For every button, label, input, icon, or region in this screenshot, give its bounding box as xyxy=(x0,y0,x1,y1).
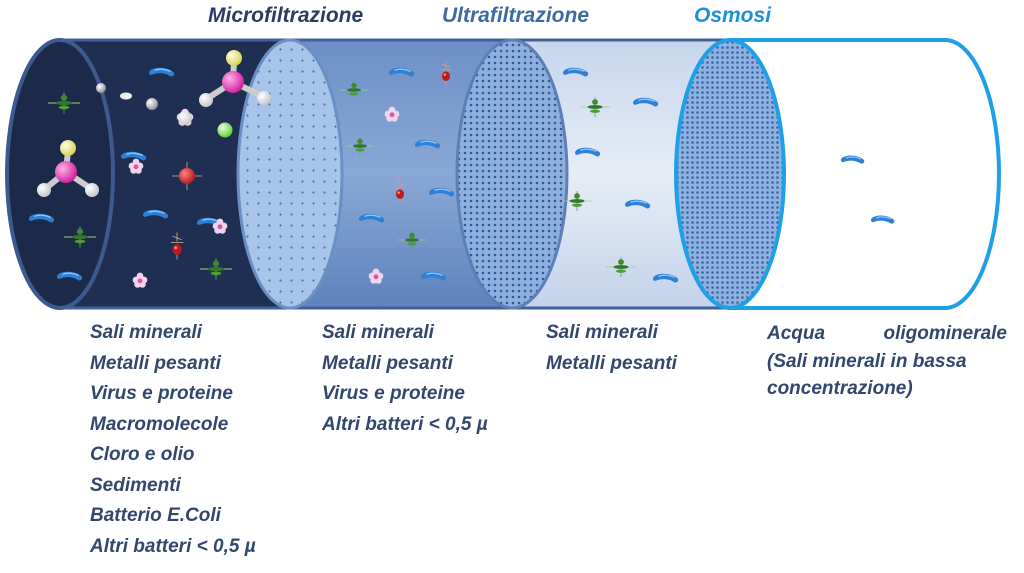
list-item: Sali minerali xyxy=(322,322,434,343)
result-line-2: (Sali minerali in bassa xyxy=(767,350,967,372)
list-item: Altri batteri < 0,5 µ xyxy=(322,413,488,435)
ion-sphere-icon xyxy=(178,111,192,125)
list-item: Virus e proteine xyxy=(90,383,233,404)
list-item: Altri batteri < 0,5 µ xyxy=(90,535,256,557)
microfiltration-membrane xyxy=(236,38,344,310)
list-item: Batterio E.Coli xyxy=(90,505,221,526)
list-item: Sedimenti xyxy=(90,474,181,496)
microfiltration-title: Microfiltrazione xyxy=(208,4,364,27)
list-item: Sali minerali xyxy=(546,322,658,343)
ion-sphere-icon xyxy=(172,162,202,190)
osmosis-section xyxy=(728,38,1001,310)
osmosis-output-text: Acqua oligominerale (Sali minerali in ba… xyxy=(767,320,1007,403)
list-item: Sali minerali xyxy=(90,322,202,343)
ultrafiltration-section xyxy=(512,40,730,308)
microfiltration-output-list: Sali minerali Metalli pesanti Virus e pr… xyxy=(322,318,488,440)
result-word-1: Acqua xyxy=(767,323,826,344)
list-item: Metalli pesanti xyxy=(546,352,677,374)
microfiltration-section xyxy=(290,40,512,308)
osmosis-title: Osmosi xyxy=(694,4,772,27)
inlet-particles xyxy=(28,50,271,288)
ion-sphere-icon xyxy=(146,98,158,110)
inlet-contents-list: Sali minerali Metalli pesanti Virus e pr… xyxy=(90,318,256,562)
osmosis-membrane xyxy=(674,38,786,310)
list-item: Metalli pesanti xyxy=(322,352,453,374)
list-item: Macromolecole xyxy=(90,413,229,435)
ion-sphere-icon xyxy=(96,83,106,93)
ultrafiltration-membrane xyxy=(455,38,569,310)
result-word-2: oligominerale xyxy=(883,323,1007,344)
ultrafiltration-output-list: Sali minerali Metalli pesanti xyxy=(546,318,677,379)
list-item: Cloro e olio xyxy=(90,444,195,465)
ion-sphere-icon xyxy=(120,92,132,100)
ion-sphere-icon xyxy=(217,122,233,138)
list-item: Metalli pesanti xyxy=(90,352,221,374)
ultrafiltration-title: Ultrafiltrazione xyxy=(442,4,590,27)
chlorine-molecule-icon xyxy=(37,140,99,197)
result-line-3: concentrazione) xyxy=(767,378,913,399)
list-item: Virus e proteine xyxy=(322,383,465,404)
chlorine-molecule-icon xyxy=(199,50,271,107)
